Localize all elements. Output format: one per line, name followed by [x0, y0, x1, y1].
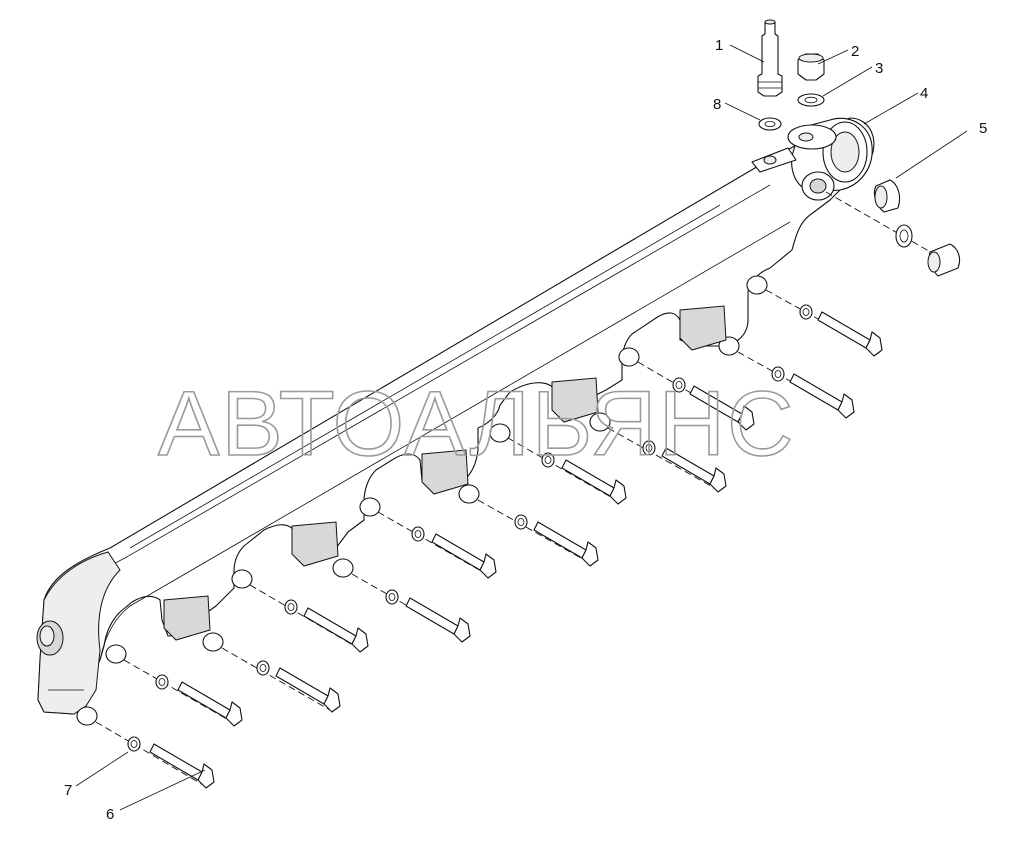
callout-5: 5 [979, 120, 987, 137]
mounting-bosses [76, 275, 768, 726]
callout-6: 6 [106, 806, 114, 823]
callout-4: 4 [920, 85, 928, 102]
top-parts [757, 19, 825, 131]
leader-lines [75, 44, 968, 811]
exhaust-manifold [36, 117, 875, 726]
callout-7: 7 [64, 782, 72, 799]
callout-labels: 1 2 3 4 5 6 7 8 [64, 37, 987, 823]
fitting-bolt-part-1 [757, 21, 783, 97]
callout-8: 8 [713, 96, 721, 113]
callout-1: 1 [715, 37, 723, 54]
outlet-parts [873, 179, 961, 277]
washers [127, 304, 813, 752]
bolts [149, 311, 883, 789]
callout-2: 2 [851, 43, 859, 60]
watermark-text: АВТОАЛЬЯНС [158, 373, 796, 475]
callout-3: 3 [875, 60, 883, 77]
